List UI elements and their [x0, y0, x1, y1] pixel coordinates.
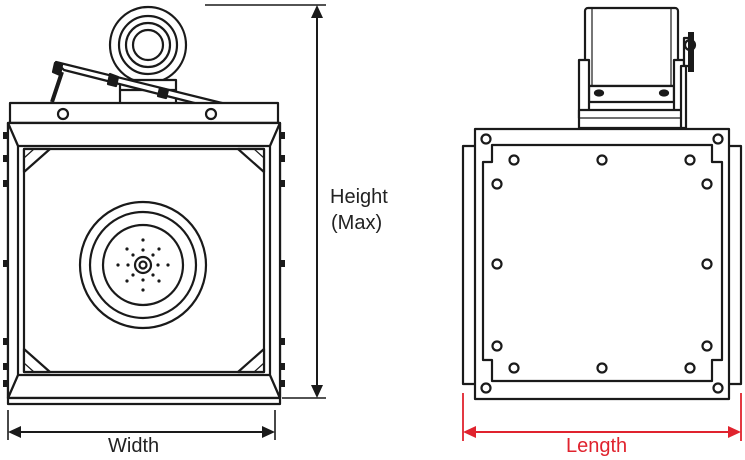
- height-qualifier-label: (Max): [331, 212, 383, 234]
- dimension-arrow-icon: [311, 385, 323, 398]
- height-dimension: [205, 4, 326, 399]
- bolt-hole-icon: [491, 258, 503, 270]
- bolt-hole-icon: [491, 340, 503, 352]
- height-label: Height: [330, 186, 388, 208]
- bolt-hole-icon: [593, 89, 605, 97]
- length-dimension: [462, 393, 742, 441]
- dimension-arrow-icon: [8, 426, 21, 438]
- blower-motor-icon: [577, 6, 697, 130]
- length-label: Length: [566, 435, 628, 457]
- front-view: [3, 5, 285, 406]
- bolt-hole-icon: [712, 382, 724, 394]
- bolt-hole-icon: [480, 382, 492, 394]
- bolt-holes: [480, 133, 724, 394]
- side-fasteners: [3, 132, 285, 387]
- width-dimension: [7, 410, 276, 440]
- bolt-hole-icon: [596, 362, 608, 374]
- bolt-hole-icon: [712, 133, 724, 145]
- bolt-hole-icon: [480, 133, 492, 145]
- side-view: [461, 6, 743, 401]
- bolt-hole-icon: [701, 178, 713, 190]
- bolt-hole-icon: [491, 178, 503, 190]
- dimension-arrow-icon: [311, 5, 323, 18]
- bolt-hole-icon: [658, 89, 670, 97]
- bolt-hole-icon: [56, 107, 70, 121]
- width-label: Width: [108, 435, 160, 457]
- bolt-hole-icon: [508, 362, 520, 374]
- bolt-hole-icon: [596, 154, 608, 166]
- fan-wheel-icon: [78, 200, 208, 330]
- bolt-hole-icon: [684, 154, 696, 166]
- bolt-hole-icon: [684, 362, 696, 374]
- dimension-arrow-icon: [262, 426, 275, 438]
- dimension-arrow-icon: [463, 426, 476, 438]
- bolt-hole-icon: [508, 154, 520, 166]
- bolt-hole-icon: [701, 340, 713, 352]
- bolt-hole-icon: [701, 258, 713, 270]
- dimension-arrow-icon: [728, 426, 741, 438]
- bolt-hole-icon: [204, 107, 218, 121]
